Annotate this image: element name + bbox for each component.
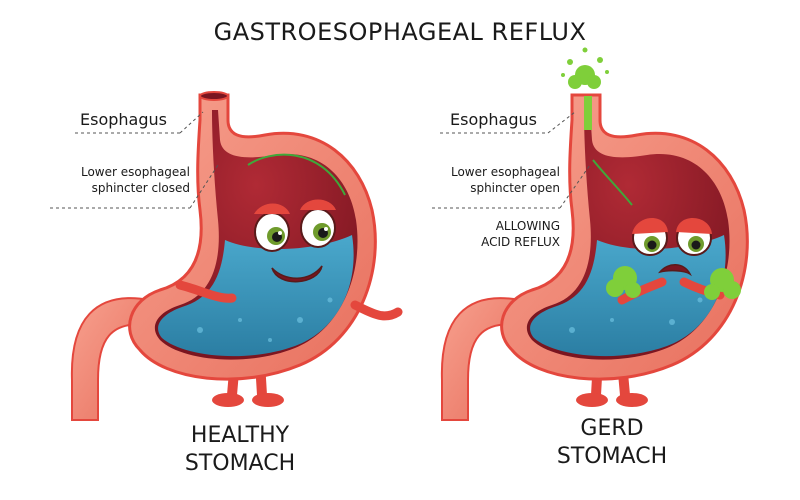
right-sphincter-line1: Lower esophageal [450,165,560,179]
left-sphincter-line2: sphincter closed [91,181,190,195]
gerd-stomach [440,47,749,421]
sad-eyes [632,217,712,256]
left-sphincter-line1: Lower esophageal [80,165,190,179]
acid-reflux-splash [561,47,609,89]
left-sphincter-label: Lower esophageal sphincter closed [50,164,190,196]
refluxing-acid [584,96,592,130]
diagram-title: GASTROESOPHAGEAL REFLUX [213,18,587,46]
healthy-caption-line1: HEALTHY [190,423,290,448]
left-arm [175,280,237,303]
gerd-caption-line2: STOMACH [556,444,668,469]
gastric-fluid [158,235,354,357]
gerd-caption-line1: GERD [580,416,644,441]
left-esophagus-label: Esophagus [80,110,167,129]
healthy-stomach [70,91,403,421]
healthy-caption-line2: STOMACH [184,451,296,476]
acid-clouds [606,266,741,300]
frown [658,264,692,277]
gerd-caption: GERD STOMACH [512,415,712,471]
right-arm [350,300,403,321]
leader-lines [50,111,591,209]
right-sphincter-label: Lower esophageal sphincter open [420,164,560,196]
right-esophagus-label: Esophagus [450,110,537,129]
happy-eyes [254,199,336,252]
duodenum-tube [70,297,151,421]
esophagus-opening [199,91,229,101]
healthy-caption: HEALTHY STOMACH [140,422,340,478]
acid-reflux-note-line1: ALLOWING [495,219,560,233]
acid-reflux-note-line2: ACID REFLUX [481,235,560,249]
right-sphincter-line2: sphincter open [470,181,560,195]
acid-reflux-note: ALLOWING ACID REFLUX [440,218,560,250]
fluid-bubbles [197,297,333,342]
smile [271,265,323,283]
